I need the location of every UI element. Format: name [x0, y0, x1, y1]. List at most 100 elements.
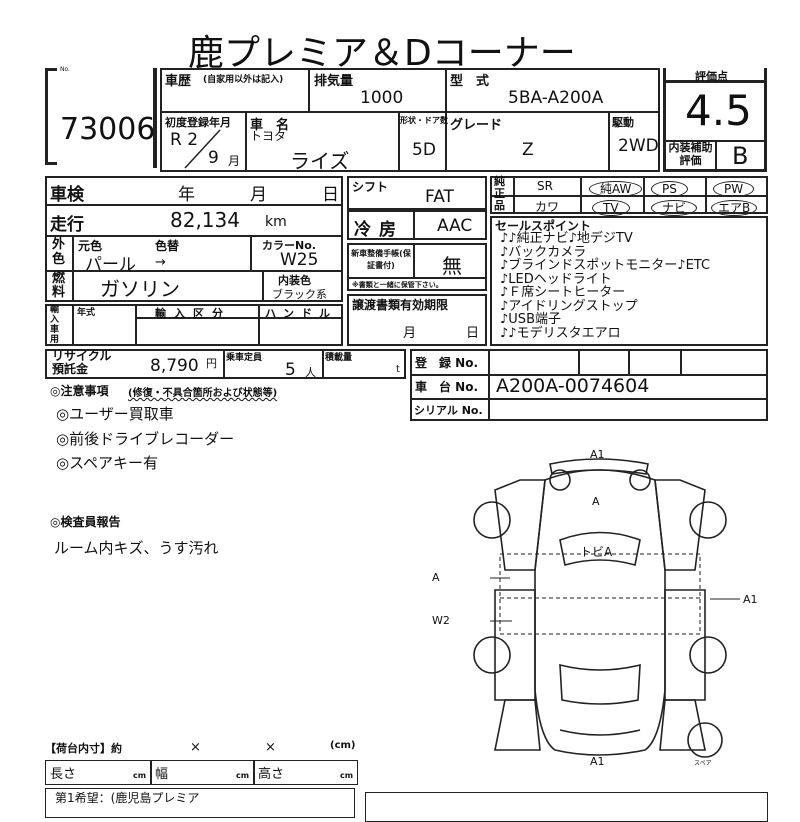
line	[705, 176, 707, 214]
interior-score-label: 内装補助評価	[668, 141, 713, 167]
divider	[153, 68, 157, 168]
inspection-month: 月	[250, 185, 267, 205]
reg-no-label: 登 録 No.	[415, 356, 479, 370]
transfer-label: 譲渡書類有効期限	[352, 298, 449, 312]
cm-unit: cm	[133, 771, 147, 780]
lot-label: No.	[60, 66, 70, 73]
manual-label: 新車整備手帳(保証書付)	[351, 249, 411, 270]
notes-label: ◎注意事項	[50, 384, 109, 398]
line	[72, 235, 74, 302]
line	[715, 140, 717, 172]
cargo-length-label: 長さ	[50, 767, 77, 782]
import-category-label: 輸入区分	[155, 307, 231, 320]
line	[410, 374, 768, 376]
line	[253, 760, 255, 785]
line	[45, 204, 343, 206]
line	[578, 349, 580, 374]
first-reg-year: R 2	[170, 130, 199, 150]
sales-points-box	[490, 216, 768, 346]
score-label: 評価点	[695, 70, 728, 83]
note-item: ◎ユーザー買取車	[56, 405, 174, 423]
sales-point: ♪♪モデリスタエアロ	[500, 325, 621, 341]
line	[643, 176, 645, 214]
ac-value: AAC	[437, 216, 473, 236]
interior-color-label: 内装色	[278, 274, 311, 287]
shift-value: FAT	[425, 187, 454, 207]
cargo-x: ×	[265, 740, 276, 755]
equip-navi: ナビ	[651, 200, 698, 216]
load-unit: t	[396, 364, 400, 375]
line	[45, 270, 343, 272]
capacity-unit: 人	[305, 366, 316, 379]
orig-color-label: 元色	[78, 239, 103, 253]
sales-points-label: セールスポイント	[495, 219, 592, 233]
interior-score-value: B	[732, 142, 749, 170]
line	[322, 349, 324, 379]
score-value: 4.5	[685, 86, 752, 135]
equipment-label: 純正品	[494, 175, 505, 212]
inspector-text: ルーム内キズ、うす汚れ	[54, 539, 219, 557]
line	[250, 235, 252, 271]
line	[135, 317, 343, 319]
damage-area	[499, 553, 701, 635]
equip-alloy-wheel: 純AW	[589, 181, 643, 197]
col-line	[445, 68, 447, 172]
recycle-label: リサイクル預託金	[52, 349, 112, 376]
line	[513, 176, 515, 214]
inspector-label: ◎検査員報告	[50, 515, 121, 529]
registration-box	[410, 349, 768, 421]
line	[413, 210, 415, 240]
line	[72, 304, 74, 346]
line	[680, 349, 682, 374]
inspection-box	[45, 176, 343, 302]
mileage-value: 82,134	[170, 208, 240, 232]
lot-number: 73006	[60, 112, 156, 147]
orig-color: パール	[85, 255, 136, 275]
col-line	[398, 112, 400, 172]
sales-point: ♪ブラインドスポットモニター♪ETC	[500, 258, 711, 273]
displacement-label: 排気量	[314, 74, 354, 89]
slash-icon	[184, 129, 221, 169]
chassis-no: A200A-0074604	[496, 375, 650, 397]
sales-point: ♪Ｆ席シートヒーター	[500, 285, 626, 300]
grade-value: Z	[522, 140, 534, 160]
inspection-label: 車検	[50, 185, 84, 205]
spare-label: スペア	[694, 760, 712, 767]
bottom-right-box	[365, 792, 768, 822]
line	[628, 349, 630, 374]
equip-pw: PW	[713, 181, 755, 197]
model-code-value: 5BA-A200A	[508, 88, 604, 108]
col-line	[245, 112, 247, 172]
first-reg-label: 初度登録年月	[165, 116, 231, 129]
chassis-no-label: 車 台 No.	[415, 380, 479, 394]
line	[135, 304, 137, 346]
change-color: →	[155, 255, 166, 270]
cm-unit: cm	[340, 771, 354, 780]
car-outline-icon	[494, 458, 706, 756]
capacity-label: 乗車定員	[226, 353, 263, 363]
car-damage-diagram	[473, 458, 740, 758]
color-no: W25	[280, 250, 319, 270]
manual-note: ※書類と一緒に保管下さい。	[352, 281, 443, 289]
car-maker: トヨタ	[250, 129, 287, 143]
line	[258, 304, 260, 346]
load-label: 積載量	[325, 353, 353, 363]
line	[663, 68, 666, 82]
sales-point: ♪バックカメラ	[500, 244, 587, 260]
line	[764, 68, 767, 82]
displacement-value: 1000	[360, 88, 404, 108]
import-box	[45, 304, 343, 346]
line	[410, 398, 768, 400]
notes-sub: (修復・不具合箇所および状態等)	[128, 388, 278, 399]
history-label: 車歴	[165, 74, 192, 89]
cargo-width-label: 幅	[155, 767, 169, 782]
ac-label: 冷房	[354, 220, 404, 240]
damage-mark: A	[432, 571, 440, 584]
import-label: 輸入車用	[50, 305, 60, 345]
mileage-label: 走行	[50, 215, 84, 235]
line	[45, 235, 343, 237]
model-code-label: 型 式	[450, 74, 490, 89]
equip-sr: SR	[537, 179, 553, 193]
damage-mark: W2	[432, 614, 450, 627]
change-color-label: 色替	[155, 239, 180, 253]
